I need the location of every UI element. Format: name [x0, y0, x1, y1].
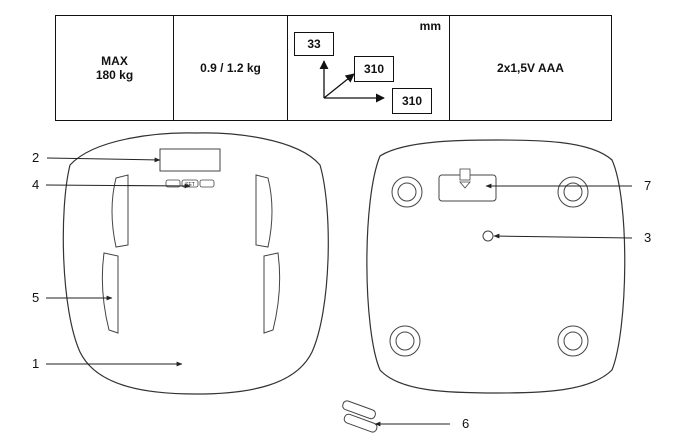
- callout-3: 3: [644, 230, 652, 245]
- capacity-cell: MAX 180 kg: [56, 16, 174, 120]
- callout-7: 7: [644, 178, 652, 193]
- capacity-value: 180 kg: [95, 68, 134, 82]
- electrode-left-top: [111, 174, 129, 248]
- electrode-left-bottom: [101, 252, 119, 334]
- unit-switch[interactable]: [482, 230, 494, 242]
- scale-back-view: [366, 139, 626, 394]
- set-button-label: SET: [185, 182, 195, 188]
- callout-1: 1: [32, 356, 40, 371]
- scale-display: [159, 148, 221, 172]
- depth-dimension: 310: [392, 88, 432, 114]
- callout-2: 2: [32, 150, 40, 165]
- leader-4: [45, 183, 191, 189]
- graduation-value: 0.9 / 1.2 kg: [200, 61, 261, 75]
- dimensions-cell: mm 33 310 310: [288, 16, 450, 120]
- up-button[interactable]: [199, 179, 215, 188]
- leader-2: [46, 157, 161, 163]
- specification-table: MAX 180 kg 0.9 / 1.2 kg mm 33 310 310 2x…: [55, 15, 612, 121]
- electrode-right-top: [255, 174, 273, 248]
- battery-latch[interactable]: [459, 168, 471, 181]
- electrode-right-bottom: [263, 252, 281, 334]
- battery-value: 2x1,5V AAA: [497, 61, 564, 75]
- scale-back-outline: [366, 139, 626, 394]
- unit-label: mm: [419, 19, 441, 33]
- scale-front-view: SET: [62, 132, 329, 395]
- callout-5: 5: [32, 290, 40, 305]
- callout-6: 6: [462, 416, 470, 431]
- batteries: [342, 400, 378, 433]
- down-button[interactable]: [165, 179, 181, 188]
- graduation-cell: 0.9 / 1.2 kg: [174, 16, 288, 120]
- capacity-max-label: MAX: [101, 54, 128, 68]
- battery-cell: 2x1,5V AAA: [450, 16, 611, 120]
- callout-4: 4: [32, 177, 40, 192]
- leader-3: [493, 233, 633, 239]
- dimension-arrows: [319, 60, 385, 103]
- height-dimension: 33: [294, 32, 334, 56]
- width-dimension: 310: [354, 56, 394, 82]
